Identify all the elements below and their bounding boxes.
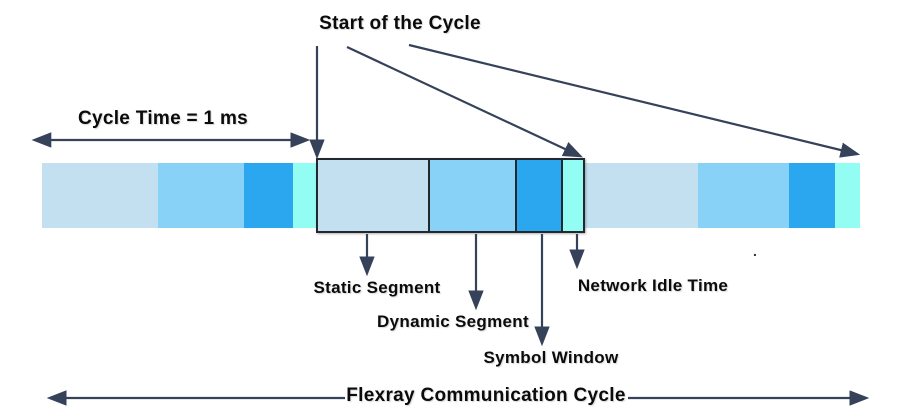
start-pointer-far-cycle [408,43,861,158]
cycle-next-static-segment [585,163,698,228]
cycle-current-network-idle-time [563,160,583,231]
cycle-previous-network-idle-time [293,163,316,228]
start-pointer-next-cycle [346,46,583,158]
cycle-next-dynamic-segment [698,163,789,228]
cycle-previous-symbol-window [244,163,293,228]
cycle-next-network-idle-time [835,163,860,228]
cycle-previous-static-segment [42,163,158,228]
cycle-current [316,158,585,233]
timeline-bar [0,158,900,233]
cycle-current-dynamic-segment [430,160,517,231]
dynamic-segment-label: Dynamic Segment [377,312,529,331]
cycle-next-symbol-window [789,163,835,228]
static-segment-label: Static Segment [313,278,441,297]
network-idle-time-label: Network Idle Time [577,276,729,295]
start-of-cycle-label: Start of the Cycle [319,13,481,34]
cycle-time-label: Cycle Time = 1 ms [77,108,249,129]
cycle-current-static-segment [318,160,430,231]
flexray-communication-cycle-label: Flexray Communication Cycle [346,385,626,406]
cycle-next [585,163,860,228]
symbol-window-label: Symbol Window [483,348,619,367]
cycle-previous-dynamic-segment [158,163,244,228]
cycle-current-symbol-window [517,160,563,231]
stray-dot: . [753,243,757,259]
cycle-previous [42,163,316,228]
